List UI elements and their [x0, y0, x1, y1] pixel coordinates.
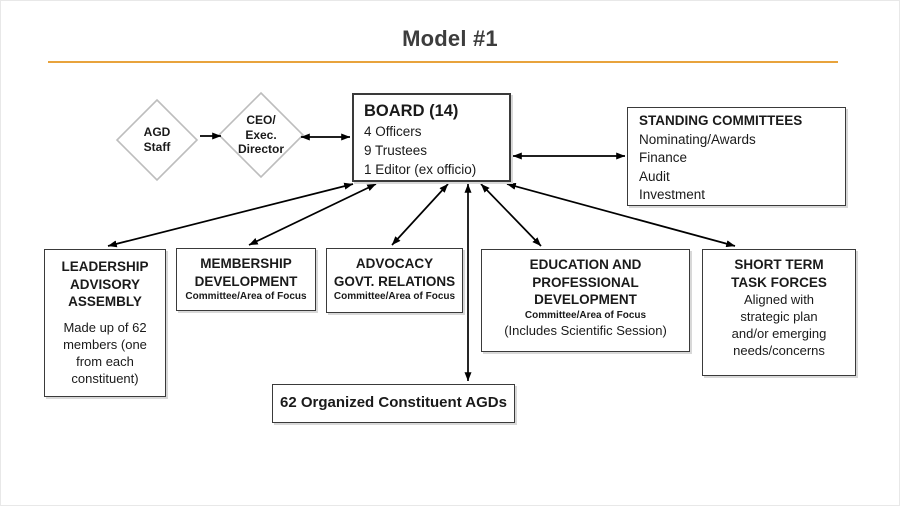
connector-board-education [480, 183, 542, 247]
ceo-diamond-shape [217, 91, 305, 179]
membership-subtitle: Committee/Area of Focus [185, 291, 307, 302]
membership-title: MEMBERSHIP DEVELOPMENT [194, 256, 298, 289]
board-line-officers: 4 Officers [364, 124, 422, 139]
title-underline [48, 61, 838, 63]
standing-committees-title: STANDING COMMITTEES [639, 113, 803, 128]
committee-item: Audit [639, 168, 670, 184]
education-subtitle: Committee/Area of Focus [524, 309, 647, 321]
short-term-body: Aligned with strategic plan and/or emerg… [731, 292, 827, 358]
education-body: (Includes Scientific Session) [504, 322, 667, 338]
ceo-exec-director-node: CEO/ Exec. Director [237, 113, 284, 156]
connector-board-short-term [506, 182, 736, 248]
connector-board-leadership [107, 182, 354, 248]
advocacy-govt-relations-node: ADVOCACY GOVT. RELATIONS Committee/Area … [326, 248, 463, 313]
agd-staff-node: AGD Staff [143, 125, 171, 154]
organized-constituent-agds-node: 62 Organized Constituent AGDs [272, 384, 515, 423]
committee-item: Nominating/Awards [639, 131, 756, 147]
leadership-advisory-assembly-node: LEADERSHIP ADVISORY ASSEMBLY Made up of … [44, 249, 166, 397]
education-title: EDUCATION AND PROFESSIONAL DEVELOPMENT [529, 257, 642, 307]
committee-item: Investment [639, 187, 706, 202]
membership-development-node: MEMBERSHIP DEVELOPMENT Committee/Area of… [176, 248, 316, 311]
board-line-trustees: 9 Trustees [364, 143, 428, 158]
board-line-editor: 1 Editor (ex officio) [364, 162, 477, 177]
education-professional-development-node: EDUCATION AND PROFESSIONAL DEVELOPMENT C… [481, 249, 690, 352]
leadership-body: Made up of 62 members (one from each con… [63, 319, 147, 386]
advocacy-title: ADVOCACY GOVT. RELATIONS [333, 256, 456, 289]
agd-staff-diamond-shape [115, 98, 199, 182]
short-term-title: SHORT TERM TASK FORCES [731, 257, 827, 290]
connector-board-advocacy [391, 183, 449, 246]
standing-committees-node: STANDING COMMITTEES Nominating/Awards Fi… [627, 107, 846, 206]
board-title: BOARD (14) [364, 102, 459, 120]
advocacy-subtitle: Committee/Area of Focus [333, 291, 456, 302]
slide-title: Model #1 [402, 26, 498, 51]
leadership-title: LEADERSHIP ADVISORY ASSEMBLY [61, 259, 149, 309]
board-node: BOARD (14) 4 Officers 9 Trustees 1 Edito… [352, 93, 511, 182]
committee-item: Finance [639, 150, 688, 165]
short-term-task-forces-node: SHORT TERM TASK FORCES Aligned with stra… [702, 249, 856, 376]
connector-board-membership [248, 183, 377, 246]
